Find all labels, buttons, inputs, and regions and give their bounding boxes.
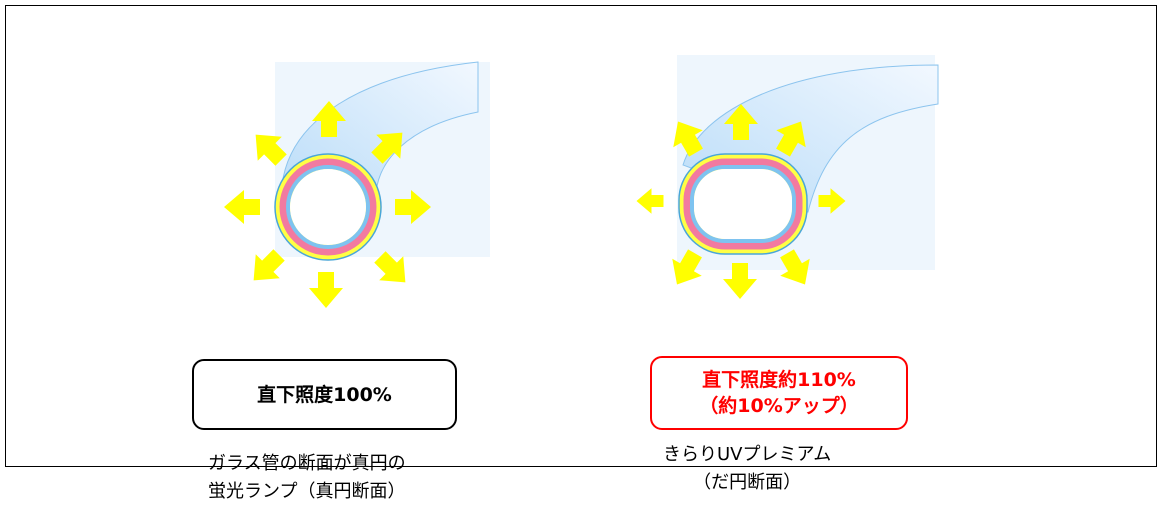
caption-elliptical-lamp: きらりUVプレミアム （だ円断面） <box>663 441 831 497</box>
caption-line2: （だ円断面） <box>693 472 802 493</box>
caption-line1: きらりUVプレミアム <box>663 444 832 465</box>
elliptical-tube-cross-section <box>678 153 808 255</box>
caption-line2: 蛍光ランプ（真円断面） <box>208 481 406 502</box>
arrow-left <box>636 188 664 214</box>
round-tube-cross-section <box>274 153 382 261</box>
arrow-left <box>224 190 260 224</box>
elliptical-lamp-illustration <box>636 55 939 299</box>
badge-text: 直下照度100% <box>257 383 392 406</box>
caption-line1: ガラス管の断面が真円の <box>208 453 406 474</box>
badge-text-line2: （約10%アップ） <box>699 395 859 417</box>
round-lamp-illustration <box>224 61 490 308</box>
badge-text-line1: 直下照度約110% <box>702 369 856 391</box>
arrow-down <box>309 272 343 308</box>
illuminance-badge-round: 直下照度100% <box>192 359 457 430</box>
illuminance-badge-elliptical: 直下照度約110% （約10%アップ） <box>650 356 908 430</box>
caption-round-lamp: ガラス管の断面が真円の 蛍光ランプ（真円断面） <box>208 450 406 506</box>
